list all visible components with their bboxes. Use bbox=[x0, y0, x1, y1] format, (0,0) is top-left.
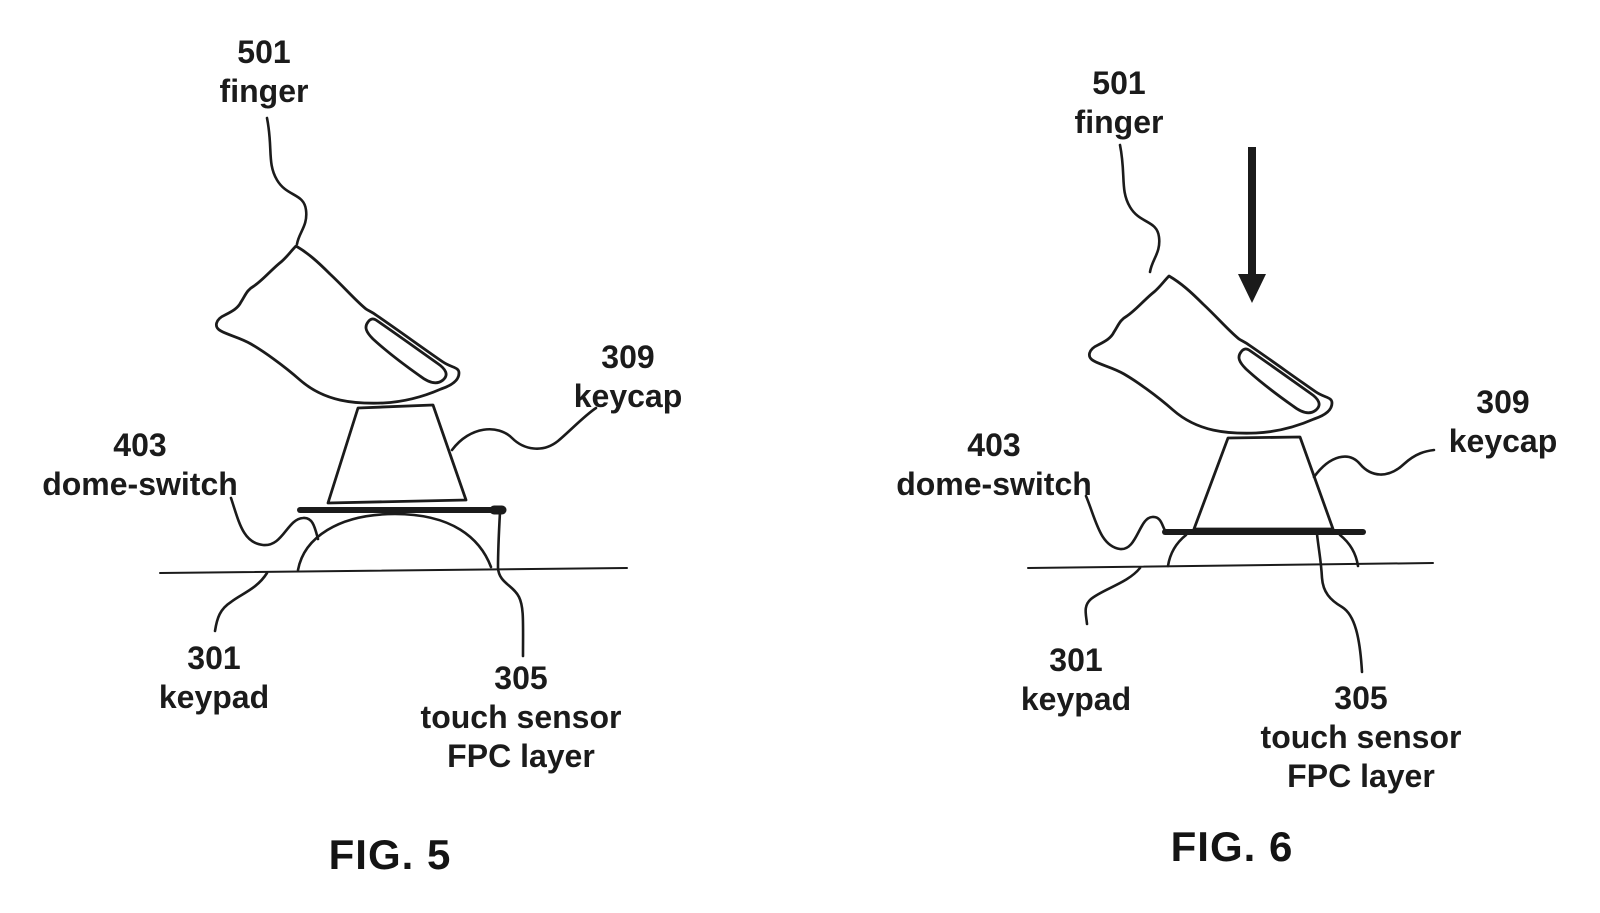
fig6-dome-switch-text: dome-switch bbox=[896, 466, 1092, 502]
fig6-caption: FIG. 6 bbox=[1170, 823, 1294, 870]
fig6-touch-sensor-text2: FPC layer bbox=[1287, 758, 1435, 794]
fig6-touch-sensor-ref: 305 bbox=[1334, 680, 1388, 716]
fig6-keycap-trapezoid bbox=[1192, 435, 1335, 531]
fig6-finger-label: 501 finger bbox=[1075, 64, 1164, 142]
fig6-touch-sensor-text1: touch sensor bbox=[1260, 719, 1462, 755]
fig5-dome-switch-ref: 403 bbox=[113, 427, 167, 463]
fig5-keycap-trapezoid bbox=[326, 403, 468, 505]
fig5-touch-sensor-text2: FPC layer bbox=[447, 738, 595, 774]
fig5-caption: FIG. 5 bbox=[328, 831, 452, 878]
fig5-touch-sensor-text1: touch sensor bbox=[420, 699, 622, 735]
fig5-finger-leader-line bbox=[265, 116, 308, 246]
fig5-dome-switch-text: dome-switch bbox=[42, 466, 238, 502]
fig6-dome-switch-label: 403 dome-switch bbox=[896, 426, 1092, 504]
fig5-fingernail-outline bbox=[364, 317, 448, 385]
fig6-dome-switch-flattened-right bbox=[1338, 533, 1360, 568]
fig5-keypad-text: keypad bbox=[158, 679, 270, 715]
fig6-finger-ref: 501 bbox=[1092, 65, 1146, 101]
fig6-dome-switch-flattened-left bbox=[1166, 533, 1188, 568]
fig5-keypad-leader-line bbox=[213, 571, 269, 633]
fig6-keycap-text: keycap bbox=[1448, 423, 1558, 459]
fig6-finger-outline bbox=[1087, 274, 1334, 435]
fig6-touch-sensor-label: 305 touch sensor FPC layer bbox=[1261, 679, 1462, 796]
fig6-touch-sensor-leader-line bbox=[1315, 532, 1364, 674]
fig5-keycap-label: 309 keycap bbox=[574, 338, 683, 416]
fig6-drawing bbox=[1027, 143, 1436, 674]
fig6-keycap-label: 309 keycap bbox=[1449, 383, 1558, 461]
fig6-keycap-leader-line bbox=[1312, 448, 1436, 479]
fig5-keycap-leader-line bbox=[450, 406, 598, 452]
fig6-keypad-ref: 301 bbox=[1049, 642, 1103, 678]
fig6-keypad-label: 301 keypad bbox=[1021, 641, 1131, 719]
fig5-keypad-label: 301 keypad bbox=[159, 639, 269, 717]
fig6-keypad-line bbox=[1027, 562, 1434, 569]
fig5-finger-text: finger bbox=[219, 73, 309, 109]
fig5-keypad-ref: 301 bbox=[187, 640, 241, 676]
fig6-finger-text: finger bbox=[1074, 104, 1164, 140]
fig6-finger-leader-line bbox=[1118, 143, 1161, 274]
fig5-dome-switch-label: 403 dome-switch bbox=[42, 426, 238, 504]
fig5-keycap-text: keycap bbox=[573, 378, 683, 414]
fig5-keycap-ref: 309 bbox=[601, 339, 655, 375]
fig6-keypad-text: keypad bbox=[1020, 681, 1132, 717]
fig6-keycap-ref: 309 bbox=[1476, 384, 1530, 420]
fig5-finger-ref: 501 bbox=[237, 34, 291, 70]
fig5-drawing bbox=[159, 116, 628, 658]
fig6-finger-group bbox=[1087, 274, 1334, 435]
fig5-dome-switch-leader-line bbox=[229, 496, 320, 547]
fig5-touch-sensor-label: 305 touch sensor FPC layer bbox=[421, 659, 622, 776]
press-arrow-icon bbox=[1238, 147, 1266, 303]
fig6-dome-switch-leader-line bbox=[1084, 494, 1168, 551]
fig6-keypad-leader-line bbox=[1084, 566, 1142, 626]
fig5-finger-outline bbox=[214, 244, 461, 405]
fig5-touch-sensor-ref: 305 bbox=[494, 660, 548, 696]
fig5-keypad-line bbox=[159, 567, 628, 574]
fig6-dome-switch-ref: 403 bbox=[967, 427, 1021, 463]
fig6-fingernail-outline bbox=[1237, 347, 1321, 415]
fig5-touch-sensor-leader-line bbox=[496, 510, 525, 658]
fig5-dome-switch-arc bbox=[296, 512, 493, 572]
fig5-finger-label: 501 finger bbox=[220, 33, 309, 111]
